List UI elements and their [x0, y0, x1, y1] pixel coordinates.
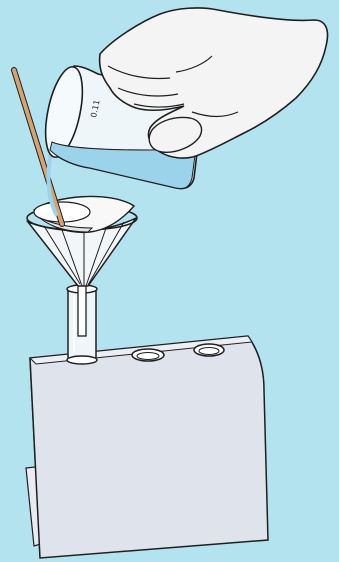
test-tube-rack	[26, 336, 268, 558]
test-tube-base-ring	[67, 356, 97, 364]
rack-front-panel	[30, 336, 268, 558]
